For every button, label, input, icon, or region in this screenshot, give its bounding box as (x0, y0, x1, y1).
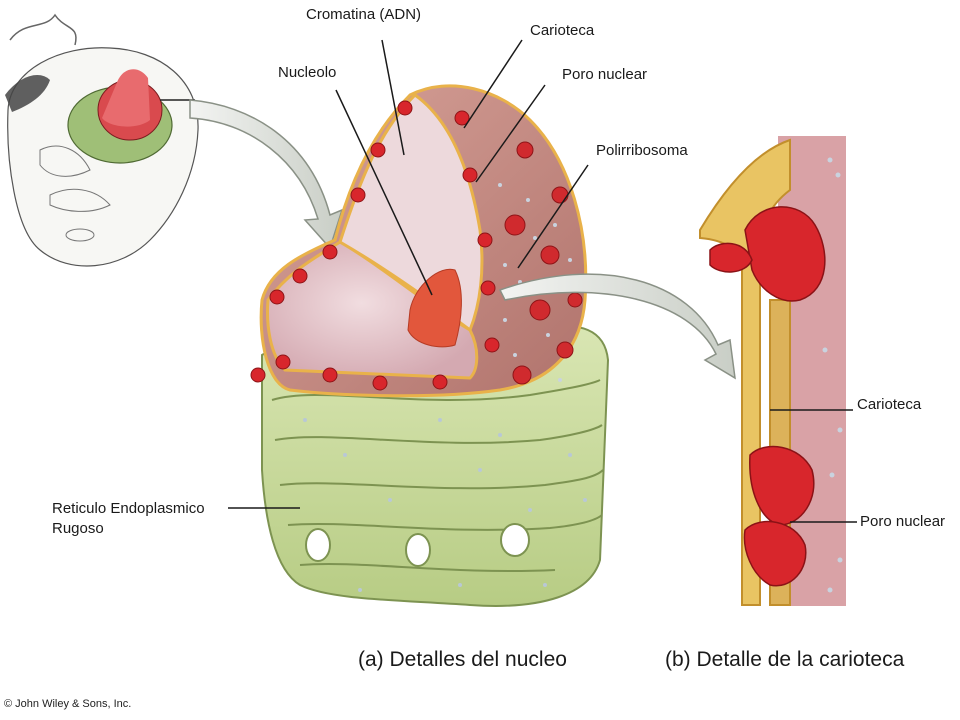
label-reticulo-line2: Rugoso (52, 520, 104, 537)
arrow-to-nucleus (189, 99, 344, 250)
copyright-text: © John Wiley & Sons, Inc. (4, 698, 132, 710)
leader-poro-nuclear (475, 84, 546, 183)
label-reticulo-line1: Reticulo Endoplasmico (52, 500, 205, 517)
label-carioteca-detail: Carioteca (857, 396, 922, 413)
label-polirribosoma: Polirribosoma (596, 142, 688, 159)
label-poro-nuclear: Poro nuclear (562, 66, 648, 83)
leader-carioteca (463, 39, 523, 129)
caption-a: (a) Detalles del nucleo (358, 648, 567, 671)
label-nucleolo: Nucleolo (278, 64, 337, 81)
nucleus-illustration (250, 84, 610, 607)
leader-lines (228, 39, 857, 523)
arrow-to-detail (498, 273, 736, 380)
leader-polirribosoma (517, 164, 589, 269)
leader-nucleolo (335, 89, 433, 296)
label-poro-nuclear-detail: Poro nuclear (860, 513, 946, 530)
label-cromatina: Cromatina (ADN) (306, 6, 422, 23)
carioteca-detail-illustration (699, 136, 846, 606)
caption-b: (b) Detalle de la carioteca (665, 648, 905, 671)
label-carioteca: Carioteca (530, 22, 595, 39)
cell-thumbnail (5, 13, 199, 267)
leader-cromatina (381, 39, 405, 156)
